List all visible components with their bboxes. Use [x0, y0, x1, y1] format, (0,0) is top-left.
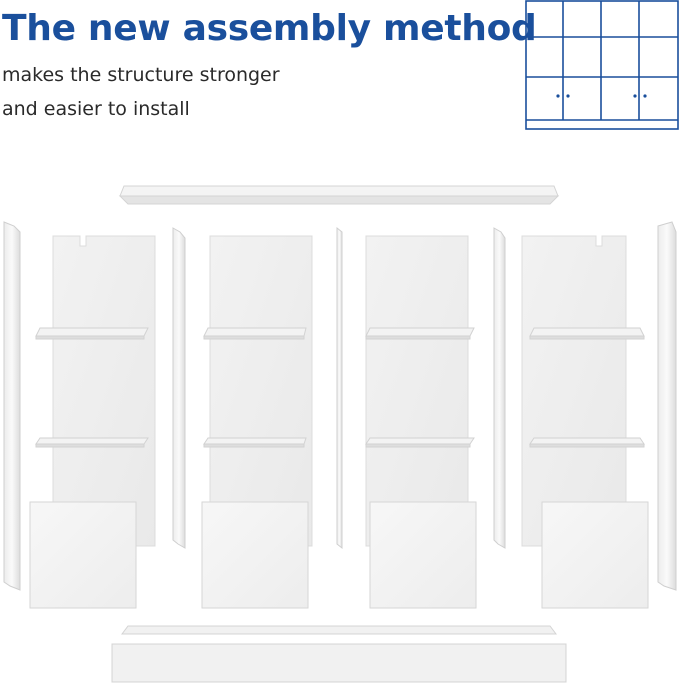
subheadline-line-1: makes the structure stronger: [2, 64, 280, 86]
door-knob-icons: [556, 94, 647, 98]
headline: The new assembly method: [2, 8, 537, 49]
kick-plate: [111, 643, 567, 683]
subheadline-line-2: and easier to install: [2, 98, 190, 120]
assembled-cabinet-thumbnail: [525, 0, 679, 130]
bottom-board: [121, 625, 557, 635]
top-board: [118, 185, 560, 205]
side-boards: [3, 221, 677, 591]
shelves: [35, 327, 645, 448]
doors: [29, 501, 649, 609]
